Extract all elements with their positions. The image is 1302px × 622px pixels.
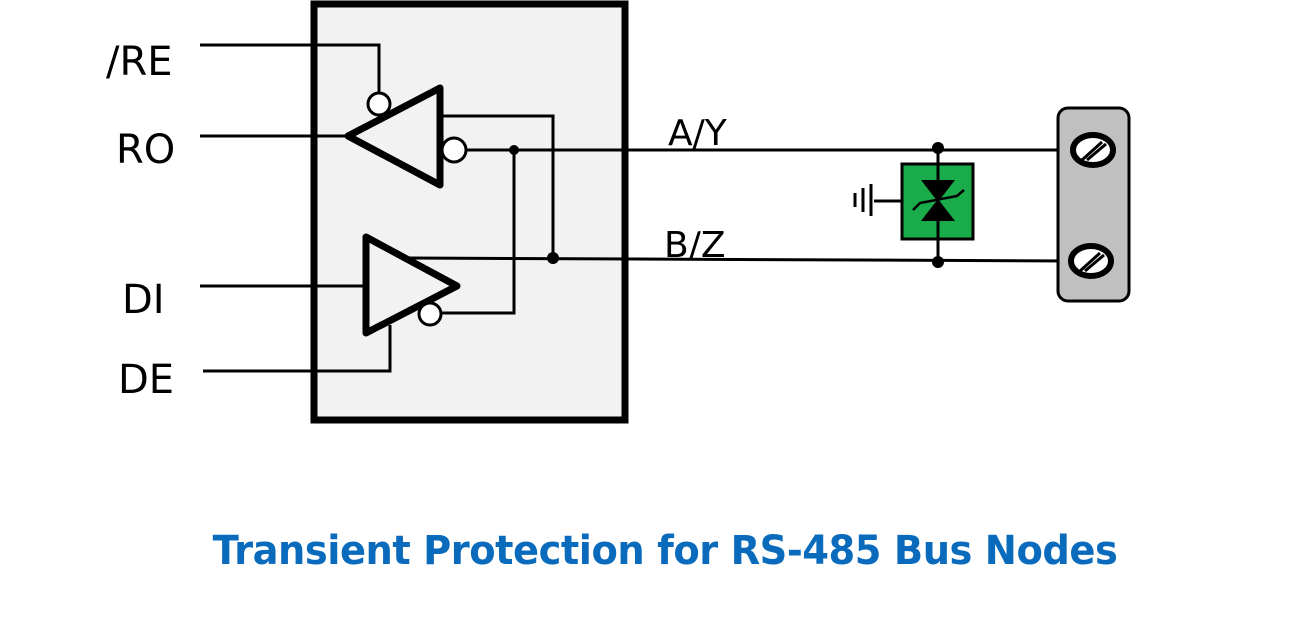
wire-driver-inv	[442, 150, 516, 315]
tvs-zener-bar	[912, 189, 965, 211]
transceiver-ic	[310, 0, 629, 424]
bus-label-a: A/Y	[668, 113, 728, 154]
wire-de	[203, 325, 392, 373]
wire-receiver-noninv	[442, 114, 555, 258]
diagram-title: Transient Protection for RS-485 Bus Node…	[212, 528, 1118, 574]
junction-dot	[509, 145, 519, 155]
re-inversion-bubble	[366, 91, 392, 117]
receiver-inverting-input	[440, 136, 468, 164]
tvs-diode-lower-icon	[921, 199, 955, 221]
junction-dot	[547, 252, 559, 264]
ground-icon	[853, 184, 873, 216]
bus-label-b: B/Z	[664, 225, 726, 266]
pin-label-di: DI	[122, 277, 165, 323]
tvs-diode-upper-icon	[921, 180, 955, 202]
driver-inverting-output	[417, 301, 443, 327]
screw-terminal-b-icon[interactable]	[1068, 243, 1114, 279]
driver-buffer	[362, 233, 461, 337]
bus-line-b	[407, 256, 1071, 263]
wire-re	[200, 43, 381, 95]
pin-label-de: DE	[118, 357, 174, 403]
pin-label-re: /RE	[106, 39, 173, 85]
screw-terminal-a-icon[interactable]	[1070, 132, 1116, 168]
receiver-buffer	[344, 84, 444, 189]
pin-label-ro: RO	[116, 127, 175, 173]
